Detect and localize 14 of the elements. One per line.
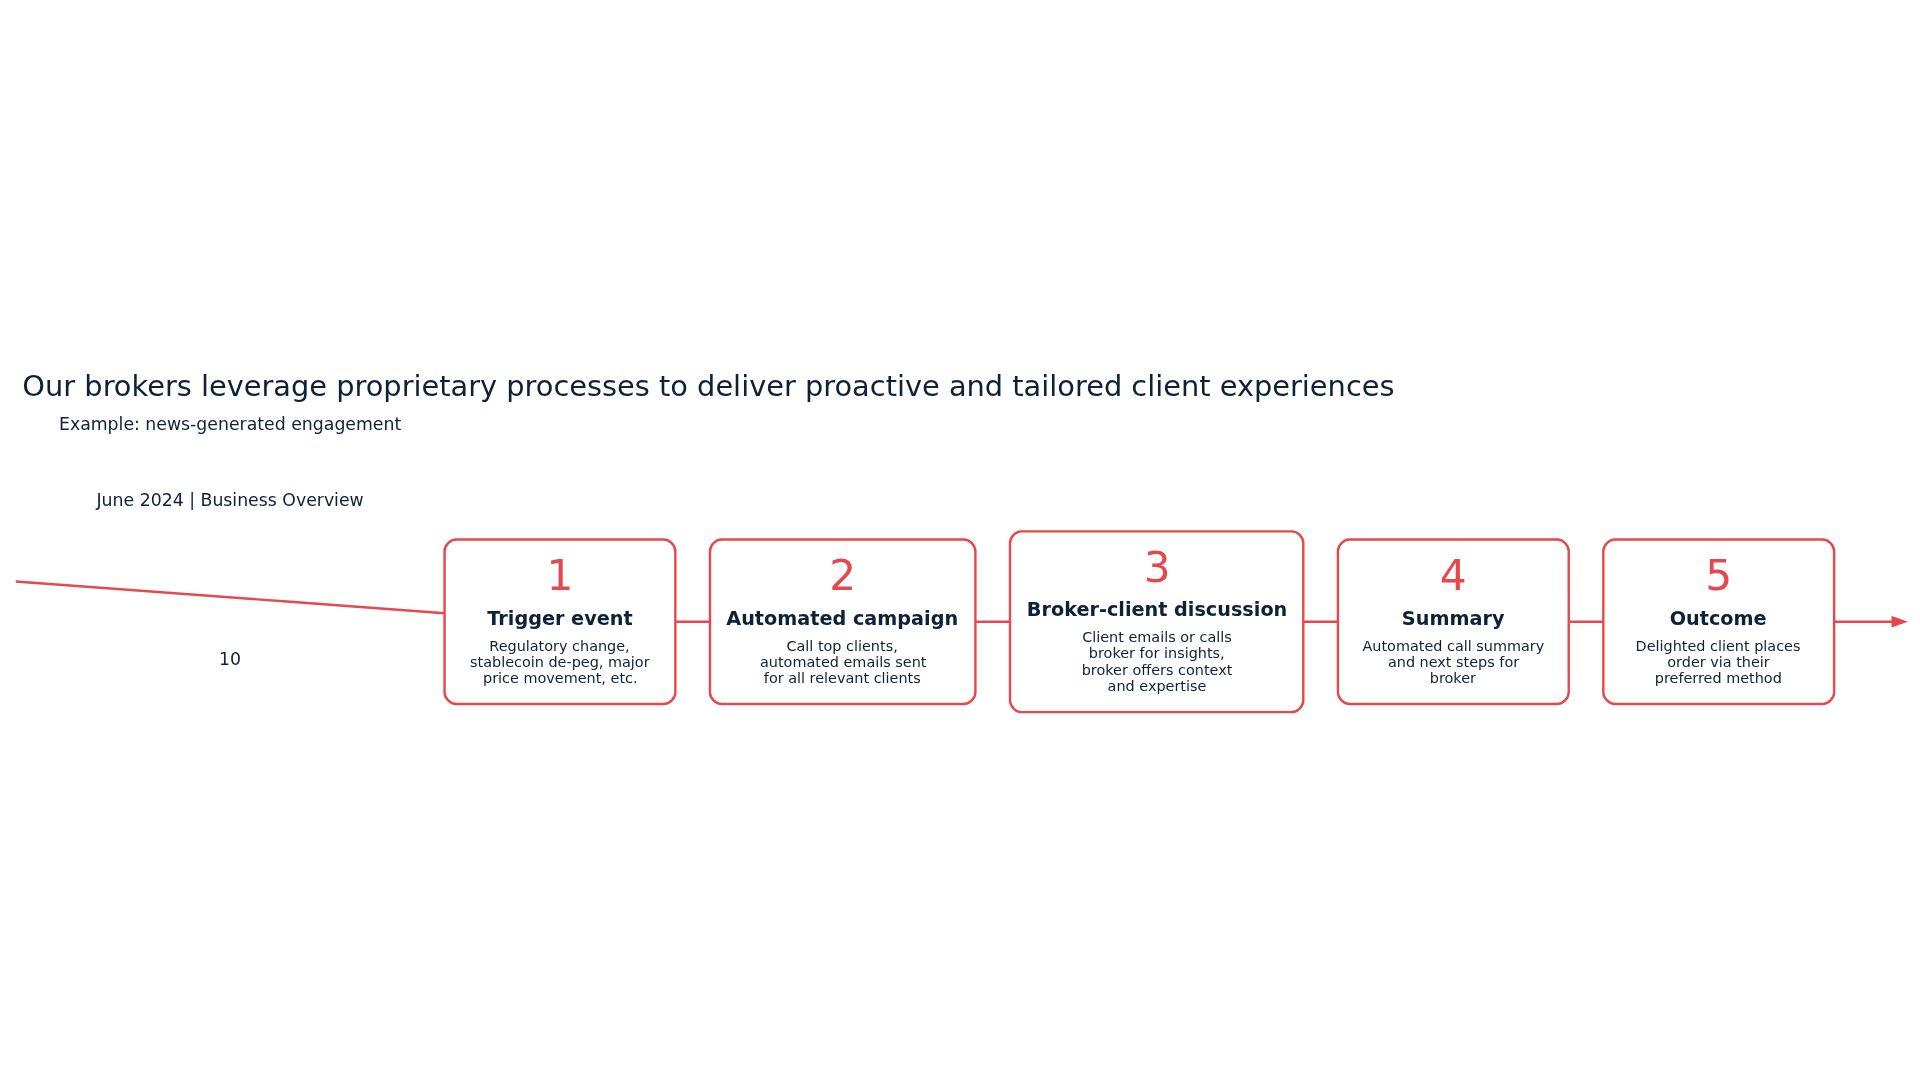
connector	[15, 579, 445, 614]
connector	[1303, 620, 1338, 623]
label: Example: news-generated engagement	[58, 413, 402, 434]
diagram-title: Our brokers leverage proprietary processes to deliver proactive and tailored client experiences	[22, 368, 1395, 403]
label: June 2024 | Business Overview	[96, 489, 364, 510]
connector	[1569, 620, 1603, 623]
connector	[675, 620, 710, 623]
node-box: 3 Broker-client discussion Client emails or calls broker for insights, broker offers context and expertise	[1008, 529, 1305, 713]
connector	[975, 620, 1010, 623]
label: 10	[219, 648, 242, 669]
node-box: 2 Automated campaign Call top clients, automated emails sent for all relevant clients	[708, 537, 977, 705]
node-box: 1 Trigger event Regulatory change, stablecoin de-peg, major price movement, etc.	[443, 537, 677, 705]
node-box: 4 Summary Automated call summary and next steps for broker	[1336, 537, 1570, 705]
node-box: 5 Outcome Delighted client places order via their preferred method	[1602, 537, 1836, 705]
